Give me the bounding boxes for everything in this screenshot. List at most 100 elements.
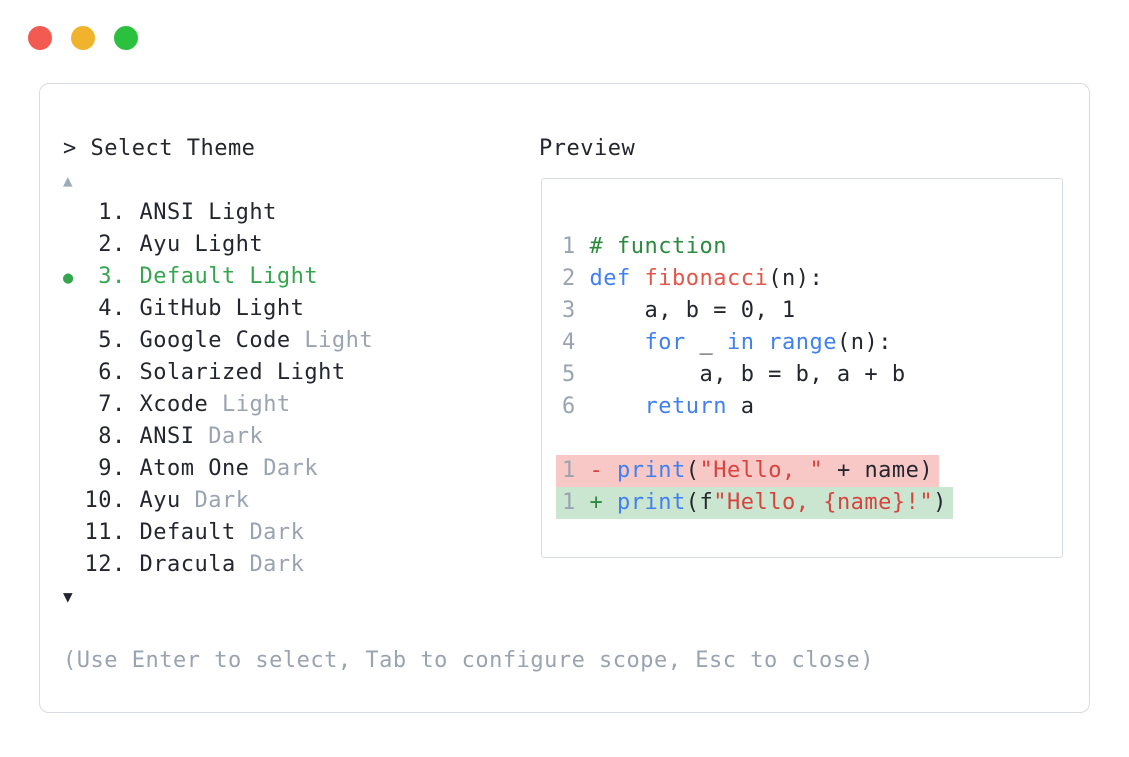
theme-name: Xcode <box>139 392 222 417</box>
maximize-button[interactable] <box>114 26 138 50</box>
line-number: 1 <box>562 458 590 483</box>
theme-name: Dark <box>249 520 305 545</box>
theme-name: ANSI <box>139 424 209 449</box>
code-token: return <box>644 394 727 419</box>
theme-list-item[interactable]: 9. Atom One Dark <box>63 453 373 485</box>
theme-name: Atom One <box>139 456 264 481</box>
code-token: fibonacci <box>644 266 769 291</box>
marker-spacer <box>63 460 84 480</box>
code-line-content: 1 # function <box>562 231 727 263</box>
theme-number: 3. <box>84 264 140 289</box>
diff-removed-line: 1 - print("Hello, " + name) <box>556 455 940 487</box>
code-line <box>562 423 953 455</box>
dialog-title: > Select Theme <box>63 136 256 161</box>
marker-spacer <box>63 396 84 416</box>
theme-list-item[interactable]: 8. ANSI Dark <box>63 421 373 453</box>
code-token: "Hello, " <box>699 458 824 483</box>
line-number: 2 <box>562 266 590 291</box>
code-token: + name) <box>823 458 934 483</box>
code-token: # function <box>589 234 727 259</box>
theme-list-item[interactable]: 6. Solarized Light <box>63 357 373 389</box>
code-token <box>754 330 768 355</box>
code-token: (f <box>685 490 714 515</box>
theme-number: 4. <box>84 296 140 321</box>
theme-name: Default <box>139 520 250 545</box>
code-line: 4 for _ in range(n): <box>562 327 953 359</box>
theme-name: Dracula <box>139 552 250 577</box>
code-line-content: 4 for _ in range(n): <box>562 327 892 359</box>
code-token: in <box>726 330 755 355</box>
line-number: 5 <box>562 362 590 387</box>
code-token: a <box>726 394 755 419</box>
marker-spacer <box>63 556 84 576</box>
marker-spacer <box>63 364 84 384</box>
code-token <box>590 330 645 355</box>
diff-added-line: 1 + print(f"Hello, {name}!") <box>556 487 953 519</box>
code-token: def <box>589 266 631 291</box>
theme-list-item[interactable]: 2. Ayu Light <box>63 229 373 261</box>
line-number: 1 <box>562 234 590 259</box>
line-number: 3 <box>562 298 590 323</box>
theme-name: Solarized Light <box>139 360 346 385</box>
line-number <box>562 426 590 451</box>
code-token: (n): <box>768 266 824 291</box>
theme-list-item[interactable]: 12. Dracula Dark <box>63 549 373 581</box>
marker-spacer <box>63 236 84 256</box>
code-line-content <box>562 423 590 455</box>
code-token: - <box>589 458 617 483</box>
code-token: range <box>768 330 837 355</box>
code-token: + <box>589 490 617 515</box>
code-token: a, b = 0, 1 <box>589 298 796 323</box>
selected-dot-icon: ● <box>63 268 85 288</box>
theme-name: Default Light <box>139 264 319 289</box>
theme-name: Ayu <box>139 488 195 513</box>
marker-spacer <box>63 300 84 320</box>
code-token: _ <box>685 330 727 355</box>
preview-label: Preview <box>539 136 636 161</box>
code-token: print <box>617 490 686 515</box>
theme-list-item[interactable]: 1. ANSI Light <box>63 197 373 229</box>
theme-list-item[interactable]: ● 3. Default Light <box>63 261 373 293</box>
theme-name: Dark <box>263 456 319 481</box>
marker-spacer <box>63 524 84 544</box>
scroll-down-icon[interactable]: ▼ <box>63 587 74 606</box>
theme-list-item[interactable]: 11. Default Dark <box>63 517 373 549</box>
code-token: (n): <box>836 330 892 355</box>
close-button[interactable] <box>28 26 52 50</box>
marker-spacer <box>63 428 84 448</box>
theme-name: Dark <box>249 552 305 577</box>
code-token: for <box>644 330 686 355</box>
code-token <box>590 394 645 419</box>
theme-name: Light <box>221 392 291 417</box>
scroll-up-icon[interactable]: ▲ <box>63 171 74 190</box>
code-line-content: 2 def fibonacci(n): <box>562 263 823 295</box>
window-controls <box>28 26 138 50</box>
code-line: 2 def fibonacci(n): <box>562 263 953 295</box>
minimize-button[interactable] <box>71 26 95 50</box>
line-number: 1 <box>562 490 590 515</box>
theme-list-item[interactable]: 10. Ayu Dark <box>63 485 373 517</box>
marker-spacer <box>63 332 84 352</box>
theme-number: 11. <box>84 520 140 545</box>
code-line-content: 5 a, b = b, a + b <box>562 359 906 391</box>
theme-list: 1. ANSI Light 2. Ayu Light● 3. Default L… <box>63 197 373 581</box>
theme-number: 9. <box>84 456 140 481</box>
theme-list-item[interactable]: 5. Google Code Light <box>63 325 373 357</box>
marker-spacer <box>63 492 84 512</box>
theme-number: 8. <box>84 424 140 449</box>
code-line: 5 a, b = b, a + b <box>562 359 953 391</box>
code-token: print <box>617 458 686 483</box>
theme-name: GitHub Light <box>139 296 305 321</box>
theme-number: 12. <box>84 552 140 577</box>
theme-list-item[interactable]: 7. Xcode Light <box>63 389 373 421</box>
theme-number: 10. <box>84 488 140 513</box>
code-line: 1 + print(f"Hello, {name}!") <box>556 487 953 519</box>
theme-list-item[interactable]: 4. GitHub Light <box>63 293 373 325</box>
code-line: 1 - print("Hello, " + name) <box>556 455 953 487</box>
theme-number: 6. <box>84 360 140 385</box>
code-token: "Hello, {name}!" <box>713 490 934 515</box>
theme-picker-dialog: > Select Theme ▲ 1. ANSI Light 2. Ayu Li… <box>39 83 1090 713</box>
code-token: ( <box>685 458 700 483</box>
